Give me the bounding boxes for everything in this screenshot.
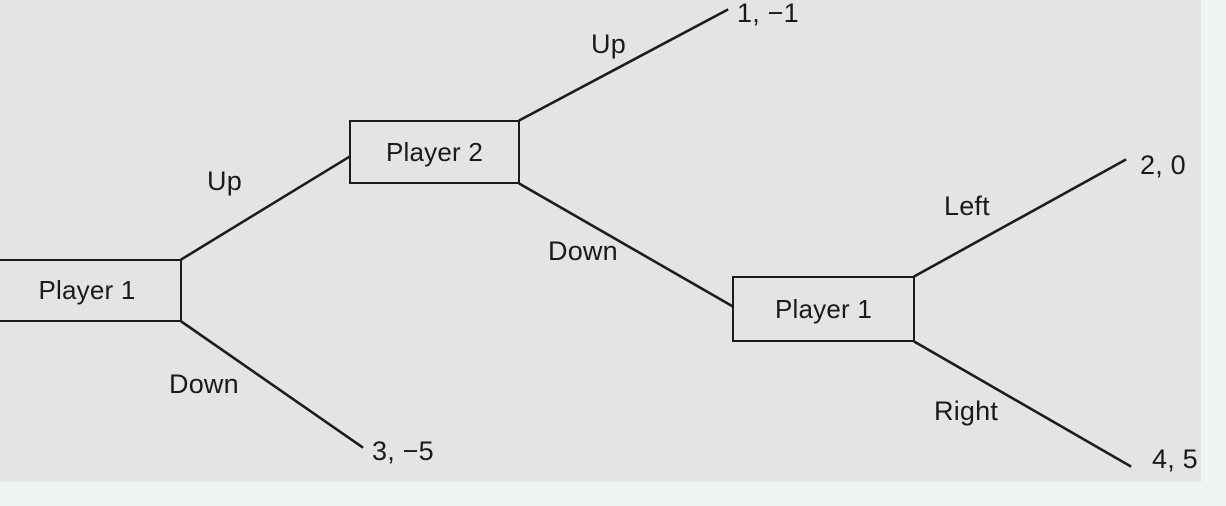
- decision-node-label: Player 1: [775, 293, 872, 324]
- action-label-label-root-up: Up: [207, 166, 242, 196]
- decision-node-label: Player 1: [38, 275, 136, 305]
- tree-edge-p2-up: [518, 8, 729, 122]
- payoff-label-payoff-1-m1: 1, −1: [737, 0, 799, 28]
- payoff-label-payoff-2-0: 2, 0: [1140, 150, 1186, 180]
- decision-node-label: Player 2: [386, 136, 483, 167]
- decision-node-player2: Player 2: [349, 120, 520, 184]
- action-label-label-p1b-left: Left: [944, 191, 990, 221]
- decision-node-player1b: Player 1: [732, 276, 915, 342]
- tree-edge-root-up: [180, 155, 351, 261]
- action-label-label-root-down: Down: [169, 369, 239, 399]
- tree-edge-p1b-left: [913, 158, 1127, 278]
- payoff-label-payoff-4-5: 4, 5: [1152, 444, 1198, 474]
- tree-edge-p2-down: [518, 182, 734, 308]
- action-label-label-p1b-right: Right: [934, 396, 999, 426]
- tree-edge-root-down: [180, 320, 364, 449]
- tree-edge-p1b-right: [913, 340, 1132, 468]
- diagram-canvas-background: [0, 0, 1201, 482]
- action-label-label-p2-down: Down: [548, 236, 618, 266]
- decision-node-root: Player 1: [0, 259, 182, 322]
- action-label-label-p2-up: Up: [591, 29, 626, 59]
- payoff-label-payoff-3-5: 3, −5: [372, 436, 434, 466]
